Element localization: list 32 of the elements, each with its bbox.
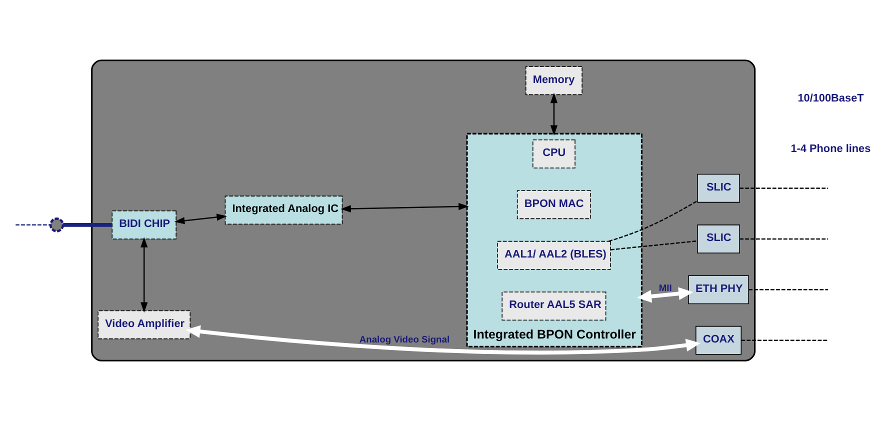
node-circle: [49, 218, 64, 232]
arrow: [140, 237, 148, 313]
connector: [741, 340, 828, 341]
cluster: [91, 60, 756, 362]
node-box: Router AAL5 SAR: [502, 292, 606, 320]
arrow: [186, 325, 701, 354]
node-box: AAL1/ AAL2 (BLES): [497, 240, 611, 270]
arrow: [550, 92, 558, 136]
arrow: [636, 287, 694, 303]
node-box: Integrated Analog IC: [224, 196, 343, 225]
node-box: Memory: [526, 66, 582, 96]
arrow: [340, 202, 469, 212]
arrow: [174, 214, 228, 224]
connector: [63, 222, 112, 227]
edge-label: Analog Video Signal: [359, 334, 450, 344]
node-box: BIDI CHIP: [112, 210, 176, 240]
node-box: COAX: [696, 326, 742, 355]
connector: [748, 289, 828, 290]
connector: [608, 200, 698, 242]
node-box: BPON MAC: [516, 190, 592, 220]
label: 1-4 Phone lines: [790, 143, 871, 156]
node-box: SLIC: [697, 224, 740, 254]
label: 10/100BaseT: [798, 92, 864, 104]
node-box: SLIC: [697, 174, 740, 203]
connector: [740, 188, 828, 189]
node-box: ETH PHY: [688, 275, 749, 304]
node-box: Video Amplifier: [98, 310, 191, 340]
connector: [16, 224, 50, 226]
connector: [740, 238, 828, 240]
node-box: CPU: [532, 140, 576, 168]
connector: [610, 240, 698, 250]
edge-label: MII: [658, 282, 672, 293]
